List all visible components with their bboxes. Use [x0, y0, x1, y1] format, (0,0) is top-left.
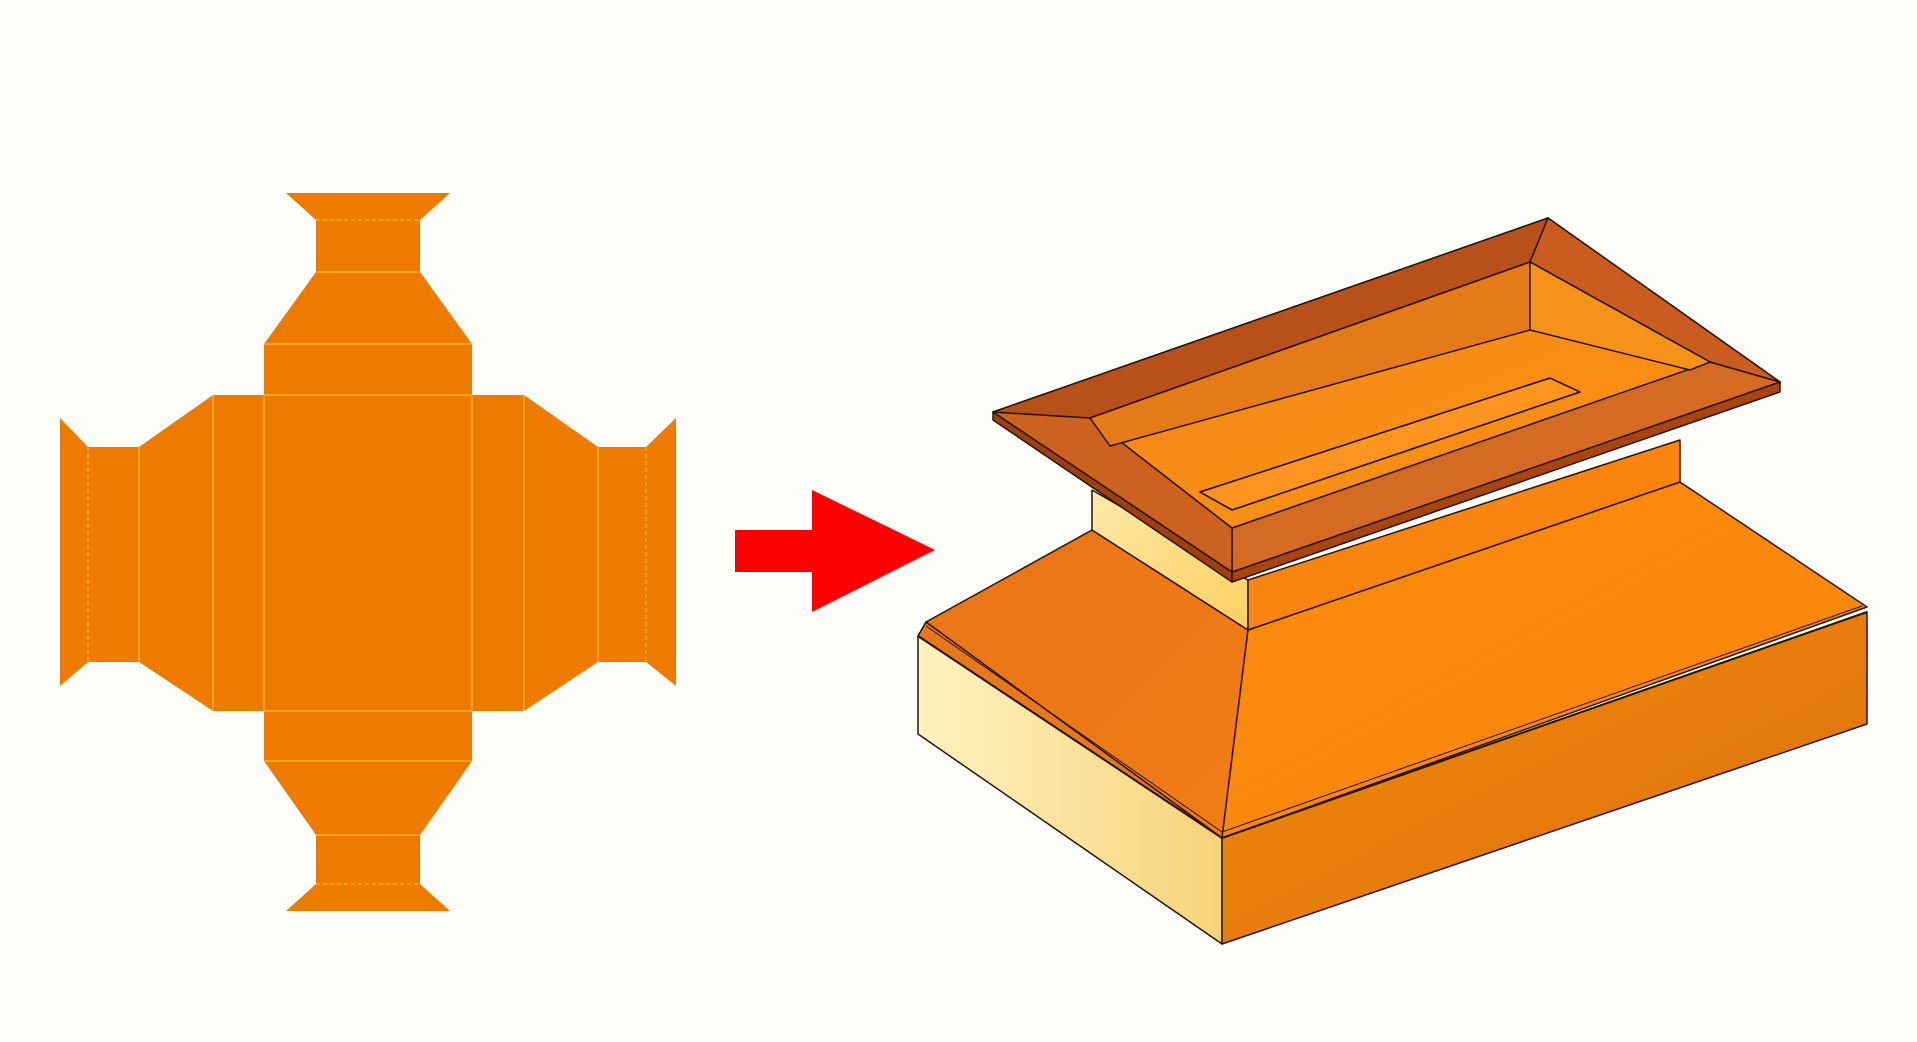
flat-right-neck — [598, 447, 646, 662]
flat-fold-lines — [87, 219, 647, 885]
box-base-top-edge — [917, 611, 1868, 839]
flat-left-slope — [139, 395, 213, 711]
flat-top-wall — [264, 344, 472, 395]
flat-bottom-flange — [286, 884, 450, 911]
flat-bottom-slope — [264, 761, 472, 835]
folded-box — [917, 217, 1868, 945]
flat-bottom-wall — [264, 711, 472, 761]
flat-center-panel — [264, 395, 472, 711]
flat-top-flange — [286, 193, 450, 220]
flat-right-flange — [646, 418, 676, 686]
flat-right-slope — [524, 395, 598, 711]
flat-right-wall — [472, 395, 524, 711]
box-opening-side-wall — [1529, 261, 1711, 371]
flat-top-neck — [316, 220, 420, 272]
flat-pattern — [60, 193, 676, 911]
arrow-right-icon — [735, 490, 935, 612]
flat-left-wall — [213, 395, 264, 711]
flat-bottom-neck — [316, 835, 420, 884]
flat-left-neck — [88, 447, 139, 662]
box-neck-right — [1247, 439, 1681, 631]
flat-top-slope — [264, 272, 472, 344]
flat-left-flange — [60, 418, 88, 686]
